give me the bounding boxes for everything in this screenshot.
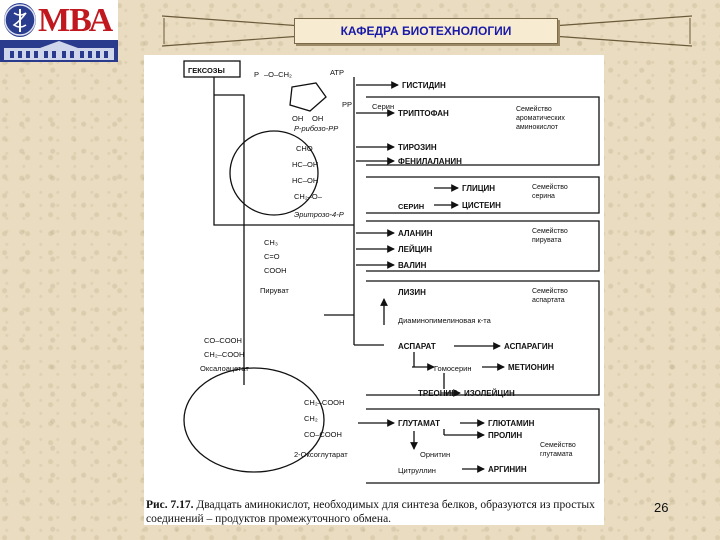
amino-acid-biosynthesis-figure: ГЕКСОЗЫ P –O–CH₂ АТР PP OH OH Р-рибозо-Р… bbox=[144, 55, 604, 525]
hexoses-box bbox=[183, 60, 241, 78]
pyruvate-family-bracket bbox=[366, 220, 600, 272]
citrulline: Цитруллин bbox=[398, 466, 436, 475]
aromatic-family-bracket bbox=[366, 96, 600, 166]
aromatic-family-2: ароматических bbox=[516, 115, 565, 122]
tryptophan: ТРИПТОФАН bbox=[398, 109, 449, 118]
atp-label: АТР bbox=[330, 68, 344, 77]
aspartate-family-1: Семейство bbox=[532, 287, 568, 295]
cysteine: ЦИСТЕИН bbox=[462, 201, 501, 210]
tca-cycle bbox=[183, 367, 325, 473]
co-cooh: CO–COOH bbox=[204, 336, 242, 345]
proline: ПРОЛИН bbox=[488, 431, 522, 440]
ch2-cooh-b: CH₂–COOH bbox=[304, 398, 344, 407]
header-banner: КАФЕДРА БИОТЕХНОЛОГИИ bbox=[162, 14, 692, 48]
homoserine: Гомосерин bbox=[434, 364, 471, 373]
pentose-cycle bbox=[229, 130, 319, 216]
building-icon bbox=[0, 40, 118, 62]
trunk-line bbox=[213, 77, 354, 226]
threonine: ТРЕОНИН bbox=[418, 389, 457, 398]
aromatic-family-1: Семейство bbox=[516, 105, 552, 113]
aspartate-family-2: аспартата bbox=[532, 297, 565, 304]
glutamate-family-1: Семейство bbox=[540, 441, 576, 449]
pp-group: PP bbox=[342, 100, 352, 109]
oxoglutarate-label: 2-Оксоглутарат bbox=[294, 450, 348, 459]
asparagine: АСПАРАГИН bbox=[504, 342, 554, 351]
pyruvate-label: Пируват bbox=[260, 286, 289, 295]
cooh: COOH bbox=[264, 266, 287, 275]
glutamine: ГЛЮТАМИН bbox=[488, 419, 535, 428]
lysine: ЛИЗИН bbox=[398, 288, 426, 297]
trunk-line-2 bbox=[214, 94, 245, 385]
methionine: МЕТИОНИН bbox=[508, 363, 554, 372]
page-number: 26 bbox=[654, 500, 669, 515]
dap: Диаминопимелиновая к-та bbox=[398, 316, 492, 325]
alanine: АЛАНИН bbox=[398, 229, 433, 238]
aspartate-family-bracket bbox=[366, 280, 600, 396]
co-cooh-b: CO–COOH bbox=[304, 430, 342, 439]
cho: CHO bbox=[296, 144, 313, 153]
ch2: CH₂ bbox=[304, 414, 318, 423]
isoleucine: ИЗОЛЕЙЦИН bbox=[464, 389, 515, 398]
caption-text: Двадцать аминокислот, необходимых для си… bbox=[146, 499, 595, 525]
arginine: АРГИНИН bbox=[488, 465, 527, 474]
page-title: КАФЕДРА БИОТЕХНОЛОГИИ bbox=[340, 24, 512, 38]
pyruvate-family-1: Семейство bbox=[532, 227, 568, 235]
valine: ВАЛИН bbox=[398, 261, 427, 270]
oxaloacetate-label: Оксалоацетат bbox=[200, 364, 249, 373]
serine-family-1: Семейство bbox=[532, 183, 568, 191]
figure-caption: Рис. 7.17. Двадцать аминокислот, необход… bbox=[146, 498, 604, 526]
ch3: CH₃ bbox=[264, 238, 278, 247]
serine-family-2: серина bbox=[532, 193, 555, 200]
hcoh-2: HC–OH bbox=[292, 176, 318, 185]
leucine: ЛЕЙЦИН bbox=[398, 245, 432, 254]
logo-text: МВА bbox=[38, 2, 113, 39]
serine-left: Серин bbox=[372, 102, 394, 111]
oh-1: OH bbox=[292, 114, 303, 123]
ch2-cooh: CH₂–COOH bbox=[204, 350, 244, 359]
erythrose-label: Эритрозо-4-Р bbox=[294, 210, 344, 219]
title-box: КАФЕДРА БИОТЕХНОЛОГИИ bbox=[294, 18, 558, 44]
phenylalanine: ФЕНИЛАЛАНИН bbox=[398, 157, 462, 166]
serine-family-bracket bbox=[366, 176, 600, 214]
p-group: P bbox=[254, 70, 259, 79]
serine-box: СЕРИН bbox=[398, 202, 424, 211]
caduceus-icon bbox=[4, 3, 36, 37]
aspartate: АСПАРАТ bbox=[398, 342, 436, 351]
glutamate-family-2: глутамата bbox=[540, 451, 573, 458]
mva-logo: МВА bbox=[0, 0, 118, 62]
caption-number: Рис. 7.17. bbox=[146, 499, 194, 511]
ch2op: CH₂–O– bbox=[294, 192, 323, 201]
hexoses-label: ГЕКСОЗЫ bbox=[188, 66, 225, 75]
hcoh-1: HC–OH bbox=[292, 160, 318, 169]
glutamate: ГЛУТАМАТ bbox=[398, 419, 440, 428]
glycine: ГЛИЦИН bbox=[462, 184, 495, 193]
o-ch2: –O–CH₂ bbox=[264, 70, 292, 79]
pyruvate-family-2: пирувата bbox=[532, 237, 562, 244]
ornithine: Орнитин bbox=[420, 450, 450, 459]
tyrosine: ТИРОЗИН bbox=[398, 143, 437, 152]
c-o: C=O bbox=[264, 252, 280, 261]
ribose-ring bbox=[289, 82, 327, 112]
aromatic-family-3: аминокислот bbox=[516, 124, 559, 131]
histidine: ГИСТИДИН bbox=[402, 81, 446, 90]
glutamate-family-bracket bbox=[366, 408, 600, 484]
oh-2: OH bbox=[312, 114, 323, 123]
ribose-label: Р-рибозо-РР bbox=[294, 124, 338, 133]
